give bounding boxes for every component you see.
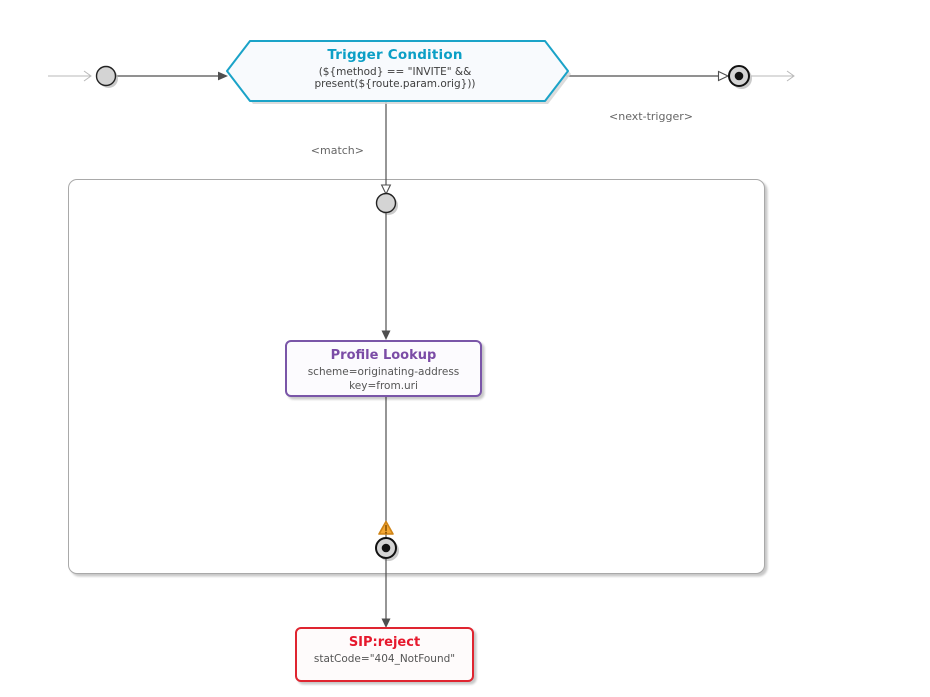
profile-lookup-title: Profile Lookup bbox=[330, 348, 437, 363]
edge-label-next-trigger: <next-trigger> bbox=[609, 110, 693, 123]
sip-reject-params: statCode="404_NotFound" bbox=[297, 653, 472, 667]
trigger-condition: (${method} == "INVITE" && present(${rout… bbox=[314, 66, 476, 90]
sip-reject-param-statcode: statCode="404_NotFound" bbox=[313, 653, 456, 665]
profile-lookup-node: Profile Lookup scheme=originating-addres… bbox=[285, 340, 482, 397]
flow-in-arrow bbox=[48, 70, 92, 82]
sip-reject-node: SIP:reject statCode="404_NotFound" bbox=[295, 627, 474, 682]
sip-reject-title: SIP:reject bbox=[348, 635, 421, 650]
edge-trigger-to-next bbox=[566, 70, 730, 82]
edge-label-match: <match> bbox=[310, 144, 364, 157]
trigger-title: Trigger Condition bbox=[327, 47, 463, 63]
trigger-node-text: Trigger Condition (${method} == "INVITE"… bbox=[240, 47, 550, 90]
profile-lookup-params: scheme=originating-address key=from.uri bbox=[287, 366, 480, 393]
initial-state-node bbox=[95, 65, 118, 88]
edge-start-to-trigger bbox=[116, 71, 228, 81]
final-state-node-next bbox=[728, 65, 752, 89]
flow-out-arrow bbox=[751, 70, 795, 82]
profile-lookup-param-key: key=from.uri bbox=[349, 379, 418, 392]
profile-lookup-param-scheme: scheme=originating-address bbox=[307, 366, 460, 378]
